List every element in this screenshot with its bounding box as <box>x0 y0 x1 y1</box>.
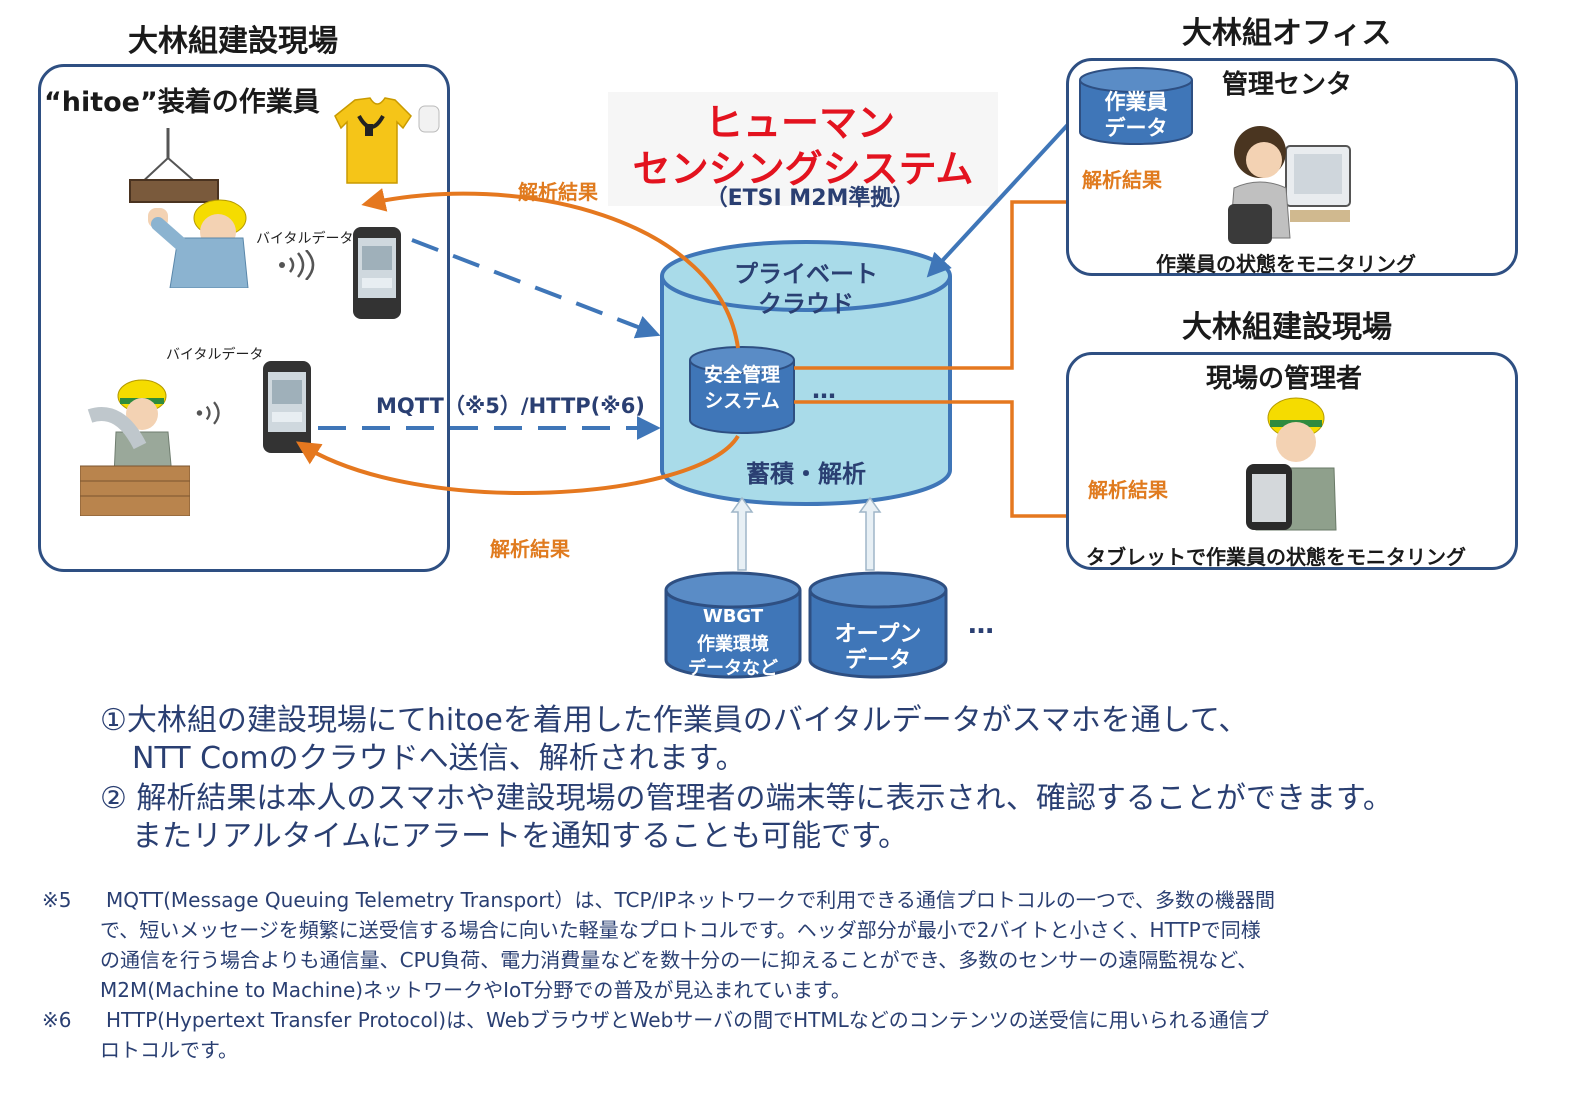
upload-arrow <box>730 496 882 571</box>
body-line-1: ①大林組の建設現場にてhitoeを着用した作業員のバイタルデータがスマホを通して… <box>100 703 1249 738</box>
system-name-line2: センシングシステム <box>632 147 974 191</box>
worker-data-arrow <box>926 116 1076 278</box>
safety-system-label-line2: システム <box>704 390 780 412</box>
smartphone-icon <box>353 227 401 319</box>
worker-lifting-illustration <box>129 128 249 288</box>
system-title-backdrop <box>608 92 998 206</box>
note-6-line-1: HTTP(Hypertext Transfer Protocol)は、Webブラ… <box>106 1008 1269 1032</box>
body-line-3: ② 解析結果は本人のスマホや建設現場の管理者の端末等に表示され、確認することがで… <box>100 781 1393 816</box>
wireless-signal-icon <box>196 401 220 425</box>
result-label: 解析結果 <box>1082 168 1162 192</box>
note-5-line-2: で、短いメッセージを頻繁に送受信する場合に向いた軽量なプロトコルです。ヘッダ部分… <box>100 918 1261 942</box>
result-arrow <box>295 434 740 495</box>
smartphone-icon <box>263 361 311 453</box>
open-data-cylinder <box>808 571 948 679</box>
note-5-line-4: M2M(Machine to Machine)ネットワークやIoT分野での普及が… <box>100 978 851 1002</box>
worker-db-label-line2: データ <box>1104 116 1168 140</box>
safety-system-label-line1: 安全管理 <box>703 364 780 386</box>
worker-db-cylinder <box>1079 67 1193 145</box>
management-center-title: 管理センタ <box>1222 70 1353 100</box>
manager-tablet-illustration <box>1246 397 1337 531</box>
result-label: 解析結果 <box>490 537 570 561</box>
site-manager-title: 現場の管理者 <box>1206 364 1363 394</box>
site-left-heading: 大林組建設現場 <box>128 24 338 59</box>
worker-title: “hitoe”装着の作業員 <box>44 87 320 118</box>
operator-monitoring-illustration <box>1228 126 1351 244</box>
open-data-label-line1: オープン <box>834 622 922 647</box>
result-label: 解析結果 <box>1088 478 1168 502</box>
result-arrow <box>361 188 740 349</box>
note-5-mark: ※5 <box>42 888 72 912</box>
result-label: 解析結果 <box>518 180 598 204</box>
note-6-line-2: ロトコルです。 <box>100 1038 238 1062</box>
upload-arrow <box>411 238 661 339</box>
vital-data-label: バイタルデータ <box>166 347 264 363</box>
protocol-label: MQTT（※5）/HTTP(※6) <box>376 394 645 418</box>
wbgt-data-cylinder <box>664 571 802 679</box>
note-5-line-1: MQTT(Message Queuing Telemetry Transport… <box>106 888 1276 912</box>
wbgt-label-line2: 作業環境 <box>697 634 769 655</box>
office-caption: 作業員の状態をモニタリング <box>1156 252 1416 276</box>
body-line-2: NTT Comのクラウドへ送信、解析されます。 <box>132 741 746 776</box>
sources-ellipsis: … <box>968 610 994 640</box>
office-heading: 大林組オフィス <box>1182 16 1392 51</box>
site-right-heading: 大林組建設現場 <box>1182 310 1392 345</box>
site-caption: タブレットで作業員の状態をモニタリング <box>1086 545 1466 569</box>
open-data-label-line2: データ <box>844 648 911 673</box>
architecture-diagram <box>295 116 1233 679</box>
wbgt-label-line1: WBGT <box>702 606 764 627</box>
wbgt-label-line3: データなど <box>688 658 778 679</box>
wireless-signal-icon <box>279 250 315 280</box>
vital-data-label: バイタルデータ <box>256 231 354 247</box>
body-line-4: またリアルタイムにアラートを通知することも可能です。 <box>132 819 909 854</box>
cloud-label-line2: クラウド <box>758 290 854 318</box>
storage-analysis-label: 蓄積・解析 <box>746 460 866 488</box>
system-name-line1: ヒューマン <box>704 101 895 145</box>
note-6-mark: ※6 <box>42 1008 72 1032</box>
hitoe-shirt-illustration <box>334 97 440 184</box>
note-5-line-3: の通信を行う場合よりも通信量、CPU負荷、電力消費量などを数十分の一に抑えること… <box>100 948 1258 972</box>
safety-system-cylinder <box>689 346 795 434</box>
cloud-ellipsis: … <box>812 376 836 404</box>
worker-climbing-illustration <box>80 379 190 516</box>
cloud-label-line1: プライベート <box>734 260 878 288</box>
system-standard: （ETSI M2M準拠） <box>705 186 915 211</box>
worker-db-label-line1: 作業員 <box>1104 90 1168 114</box>
